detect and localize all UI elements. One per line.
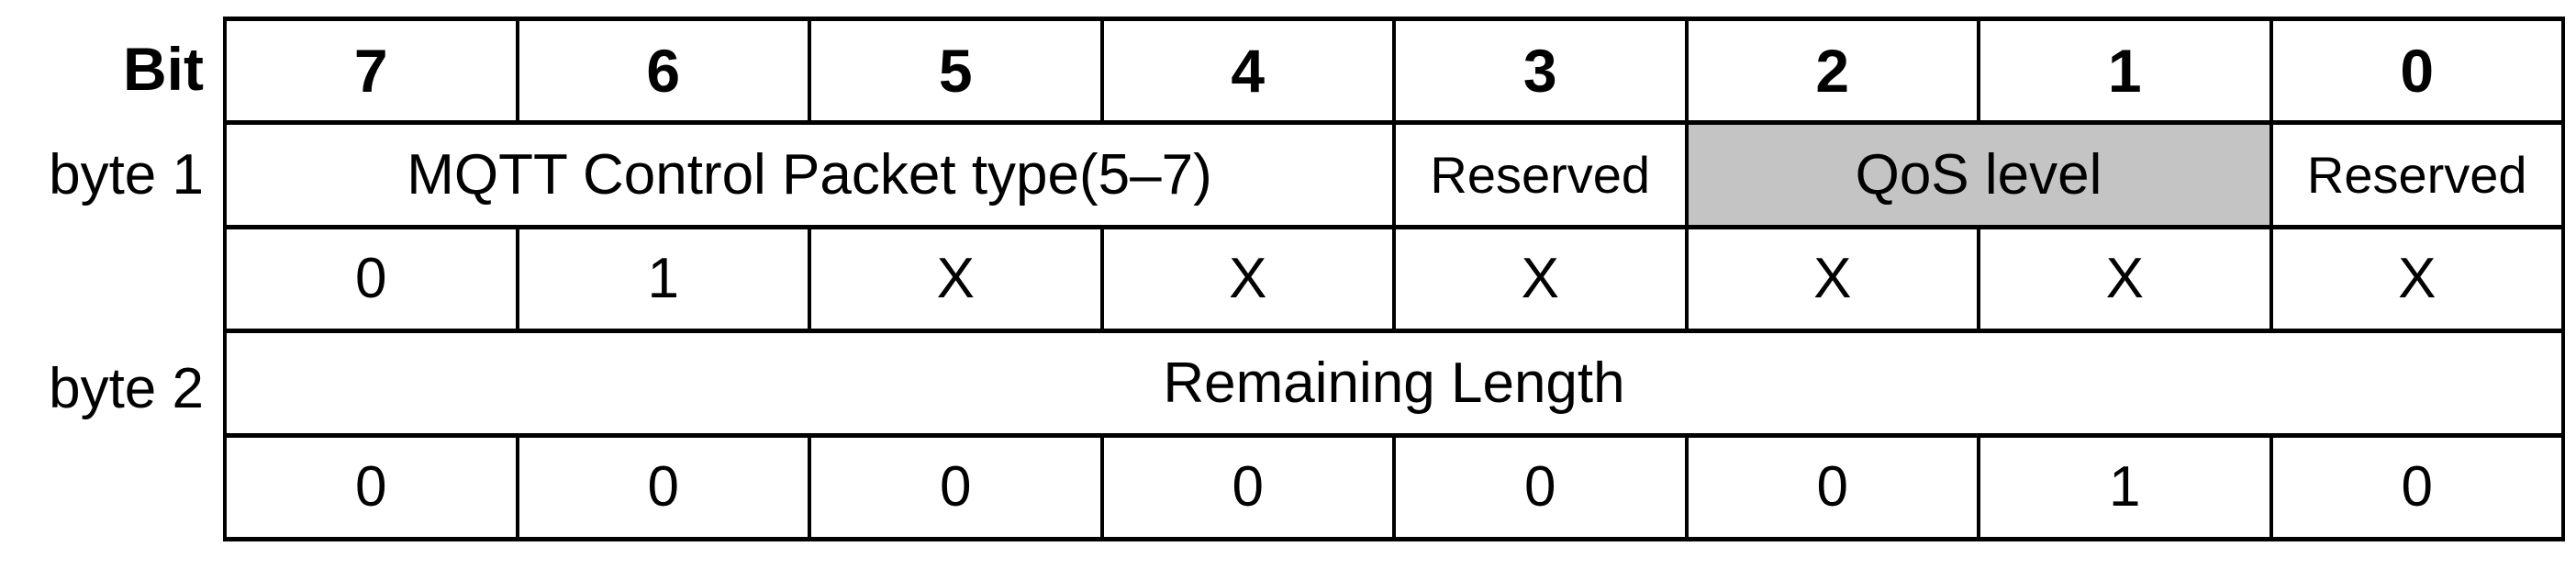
bit-header-cell-2: 2 bbox=[1684, 16, 1980, 126]
field-cell-reserved-bit0: Reserved bbox=[2269, 120, 2565, 229]
byte1-value-bit1: X bbox=[1977, 224, 2273, 334]
bit-header-row: 7 6 5 4 3 2 1 0 bbox=[223, 16, 2565, 126]
byte2-value-bit5: 0 bbox=[808, 432, 1104, 542]
byte1-value-bit3: X bbox=[1392, 224, 1689, 334]
field-cell-reserved-bit3: Reserved bbox=[1392, 120, 1689, 229]
bit-header-cell-6: 6 bbox=[515, 16, 811, 126]
byte1-label: byte 1 bbox=[49, 143, 204, 206]
bit-header-cell-1: 1 bbox=[1977, 16, 2273, 126]
byte2-value-bit1: 1 bbox=[1977, 432, 2273, 542]
bit-header-cell-0: 0 bbox=[2269, 16, 2565, 126]
byte2-value-bit3: 0 bbox=[1392, 432, 1689, 542]
bit-header-cell-5: 5 bbox=[808, 16, 1104, 126]
byte2-value-row: 0 0 0 0 0 0 1 0 bbox=[223, 432, 2565, 542]
byte2-field-row: Remaining Length bbox=[223, 329, 2565, 438]
bit-header-cell-3: 3 bbox=[1392, 16, 1689, 126]
byte2-value-bit4: 0 bbox=[1099, 432, 1396, 542]
bit-header-cell-7: 7 bbox=[223, 16, 519, 126]
byte1-value-bit6: 1 bbox=[515, 224, 811, 334]
bit-axis-label: Bit bbox=[123, 35, 204, 103]
byte2-value-bit7: 0 bbox=[223, 432, 519, 542]
byte2-value-bit0: 0 bbox=[2269, 432, 2565, 542]
byte1-value-bit5: X bbox=[808, 224, 1104, 334]
byte1-value-bit2: X bbox=[1684, 224, 1980, 334]
byte1-value-bit4: X bbox=[1099, 224, 1396, 334]
byte1-value-row: 0 1 X X X X X X bbox=[223, 224, 2565, 334]
field-cell-qos-level: QoS level bbox=[1684, 120, 2273, 229]
field-cell-remaining-length: Remaining Length bbox=[223, 329, 2565, 438]
field-cell-packet-type: MQTT Control Packet type(5–7) bbox=[223, 120, 1396, 229]
byte2-label: byte 2 bbox=[49, 357, 204, 420]
bit-header-cell-4: 4 bbox=[1099, 16, 1396, 126]
byte1-field-row: MQTT Control Packet type(5–7) Reserved Q… bbox=[223, 120, 2565, 229]
byte2-value-bit6: 0 bbox=[515, 432, 811, 542]
byte1-value-bit7: 0 bbox=[223, 224, 519, 334]
bit-field-table: 7 6 5 4 3 2 1 0 MQTT Control Packet type… bbox=[223, 16, 2565, 542]
byte1-value-bit0: X bbox=[2269, 224, 2565, 334]
byte2-value-bit2: 0 bbox=[1684, 432, 1980, 542]
